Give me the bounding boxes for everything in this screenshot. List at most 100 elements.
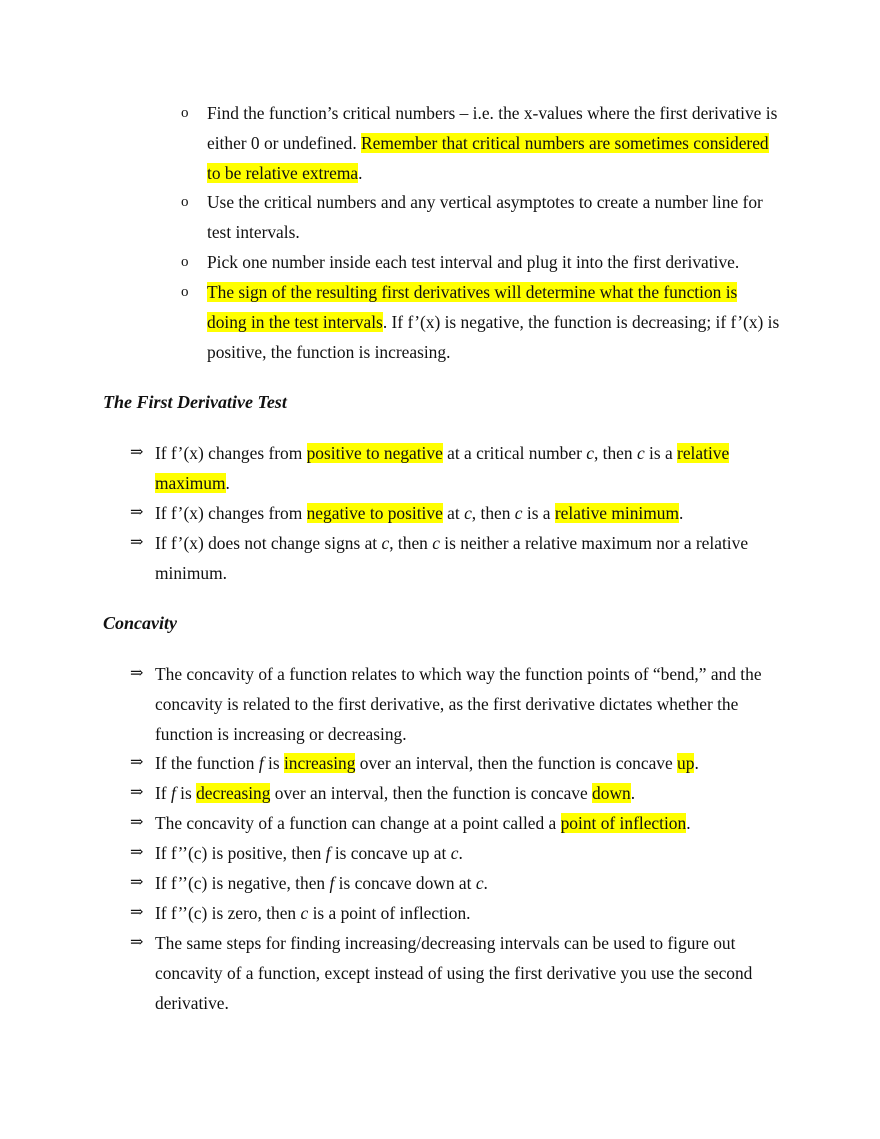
text-segment: is a [644, 443, 678, 463]
double-arrow-bullet-icon: ⇒ [130, 754, 144, 771]
text-segment: . If f’(x) is negative, the function is … [382, 312, 780, 332]
step-item-line: test intervals. [207, 221, 300, 243]
step-item-line: either 0 or undefined. Remember that cri… [207, 132, 769, 154]
circle-bullet-icon: o [181, 284, 189, 300]
italic-variable: f [325, 843, 331, 863]
double-arrow-bullet-icon: ⇒ [130, 665, 144, 682]
italic-variable: c [450, 843, 459, 863]
fdt-item-line: minimum. [155, 562, 227, 584]
text-segment: , then [471, 503, 515, 523]
text-segment: is concave down at [334, 873, 476, 893]
highlighted-text: maximum [155, 473, 226, 493]
highlighted-text: positive to negative [306, 443, 443, 463]
italic-variable: f [329, 873, 335, 893]
concavity-item-line: concavity of a function, except instead … [155, 962, 752, 984]
step-item-line: The sign of the resulting first derivati… [207, 281, 738, 303]
step-item-line: Use the critical numbers and any vertica… [207, 191, 763, 213]
text-segment: positive, the function is increasing. [207, 342, 451, 362]
circle-bullet-icon: o [181, 254, 189, 270]
concavity-item-line: concavity is related to the first deriva… [155, 693, 738, 715]
text-segment: either 0 or undefined. [207, 133, 362, 153]
fdt-item-line: maximum. [155, 472, 230, 494]
text-segment: concavity is related to the first deriva… [155, 694, 739, 714]
italic-variable: c [514, 503, 523, 523]
text-segment: test intervals. [207, 222, 300, 242]
highlighted-text: decreasing [196, 783, 271, 803]
italic-variable: c [636, 443, 645, 463]
text-segment: is [175, 783, 197, 803]
concavity-item-line: If f’’(c) is negative, then f is concave… [155, 872, 488, 894]
text-segment: . [630, 783, 636, 803]
text-segment: concavity of a function, except instead … [155, 963, 753, 983]
double-arrow-bullet-icon: ⇒ [130, 874, 144, 891]
concavity-item-line: function is increasing or decreasing. [155, 723, 407, 745]
step-item-line: Find the function’s critical numbers – i… [207, 102, 777, 124]
step-item-line: to be relative extrema. [207, 162, 362, 184]
text-segment: Find the function’s critical numbers – i… [207, 103, 778, 123]
highlighted-text: relative minimum [554, 503, 680, 523]
highlighted-text: increasing [283, 753, 356, 773]
text-segment: If f’’(c) is negative, then [155, 873, 330, 893]
concavity-item-line: If the function f is increasing over an … [155, 752, 699, 774]
text-segment: . [458, 843, 463, 863]
text-segment: If f’’(c) is positive, then [155, 843, 326, 863]
highlighted-text: to be relative extrema [207, 163, 359, 183]
text-segment: Use the critical numbers and any vertica… [207, 192, 763, 212]
text-segment: derivative. [155, 993, 229, 1013]
text-segment: over an interval, then the function is c… [270, 783, 593, 803]
text-segment: The concavity of a function can change a… [155, 813, 561, 833]
italic-variable: f [258, 753, 264, 773]
text-segment: is [263, 753, 284, 773]
text-segment: . [358, 163, 363, 183]
text-segment: If f’(x) changes from [155, 443, 307, 463]
section-heading-first-derivative-test: The First Derivative Test [103, 392, 287, 412]
fdt-item-line: If f’(x) changes from positive to negati… [155, 442, 730, 464]
text-segment: is a point of inflection. [308, 903, 471, 923]
italic-variable: f [170, 783, 176, 803]
text-segment: . [694, 753, 699, 773]
fdt-item-line: If f’(x) does not change signs at c, the… [155, 532, 748, 554]
concavity-item-line: The same steps for finding increasing/de… [155, 932, 735, 954]
concavity-item-line: The concavity of a function relates to w… [155, 663, 762, 685]
circle-bullet-icon: o [181, 105, 189, 121]
text-segment: The same steps for finding increasing/de… [155, 933, 736, 953]
highlighted-text: doing in the test intervals [207, 312, 383, 332]
italic-variable: c [381, 533, 390, 553]
text-segment: is neither a relative maximum nor a rela… [439, 533, 749, 553]
text-segment: over an interval, then the function is c… [355, 753, 678, 773]
text-segment: If the function [155, 753, 259, 773]
italic-variable: c [475, 873, 484, 893]
step-item-line: Pick one number inside each test interva… [207, 251, 739, 273]
double-arrow-bullet-icon: ⇒ [130, 504, 144, 521]
text-segment: is a [522, 503, 555, 523]
fdt-item-line: If f’(x) changes from negative to positi… [155, 502, 683, 524]
highlighted-text: down [592, 783, 631, 803]
double-arrow-bullet-icon: ⇒ [130, 934, 144, 951]
text-segment: . [225, 473, 230, 493]
text-segment: . [483, 873, 488, 893]
highlighted-text: relative [677, 443, 730, 463]
circle-bullet-icon: o [181, 194, 189, 210]
double-arrow-bullet-icon: ⇒ [130, 904, 144, 921]
text-segment: at [442, 503, 465, 523]
highlighted-text: Remember that critical numbers are somet… [361, 133, 769, 153]
text-segment: . [686, 813, 691, 833]
italic-variable: c [586, 443, 594, 463]
italic-variable: c [432, 533, 440, 553]
double-arrow-bullet-icon: ⇒ [130, 784, 144, 801]
highlighted-text: The sign of the resulting first derivati… [207, 282, 738, 302]
text-segment: , then [389, 533, 433, 553]
text-segment: If f’(x) changes from [155, 503, 307, 523]
text-segment: If [155, 783, 171, 803]
double-arrow-bullet-icon: ⇒ [130, 444, 144, 461]
highlighted-text: up [677, 753, 695, 773]
section-heading-concavity: Concavity [103, 613, 177, 633]
double-arrow-bullet-icon: ⇒ [130, 814, 144, 831]
highlighted-text: negative to positive [306, 503, 443, 523]
step-item-line: doing in the test intervals. If f’(x) is… [207, 311, 779, 333]
text-segment: function is increasing or decreasing. [155, 724, 407, 744]
concavity-item-line: If f is decreasing over an interval, the… [155, 782, 635, 804]
text-segment: , then [593, 443, 637, 463]
concavity-item-line: derivative. [155, 992, 229, 1014]
